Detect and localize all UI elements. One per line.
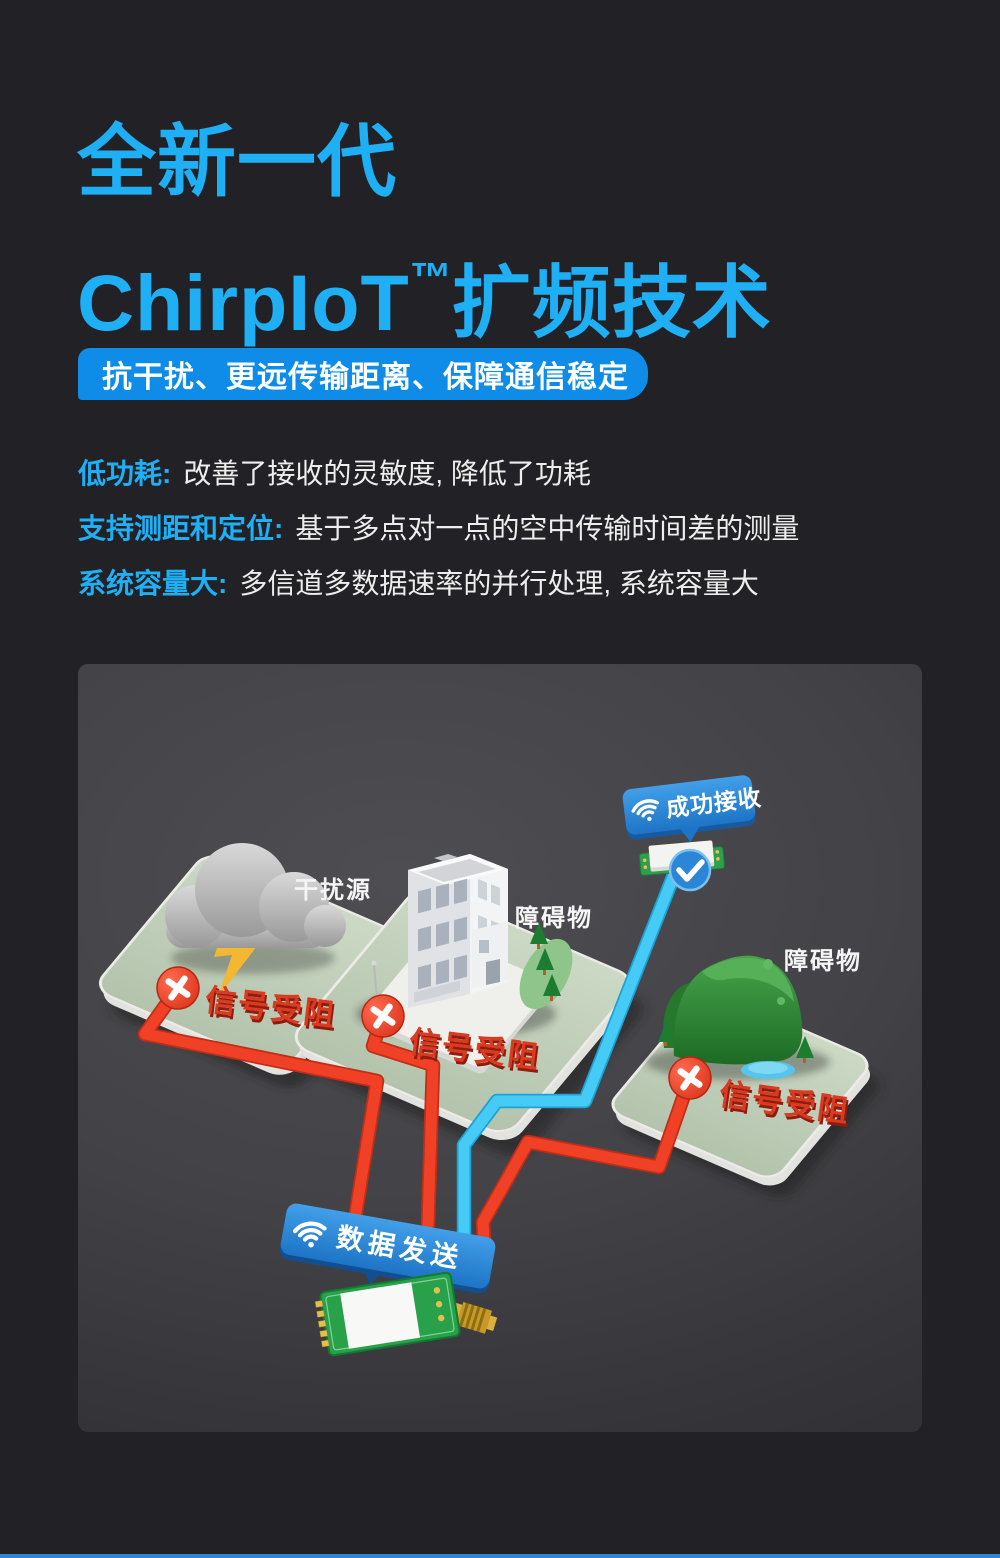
interference-cloud	[165, 843, 346, 997]
send-banner: 数据发送	[279, 1203, 496, 1294]
feature-label: 系统容量大:	[78, 567, 228, 599]
next-section-edge	[0, 1554, 1000, 1558]
title-line-2-cn: 扩频技术	[451, 258, 772, 347]
sender-pcb-module	[314, 1271, 498, 1357]
feature-text: 多信道多数据速率的并行处理, 系统容量大	[239, 567, 759, 599]
building-trees	[519, 922, 573, 1010]
obstacle-label-mountain: 障碍物	[784, 947, 862, 975]
blocked-badge-building	[361, 994, 405, 1038]
diagram-panel: 干扰源	[78, 664, 922, 1432]
feature-label: 低功耗:	[78, 457, 172, 489]
feature-item-ranging: 支持测距和定位: 基于多点对一点的空中传输时间差的测量	[78, 499, 799, 554]
wifi-icon	[292, 1221, 327, 1248]
success-line	[458, 856, 685, 1280]
blocked-badge-cloud	[156, 966, 200, 1010]
feature-item-low-power: 低功耗: 改善了接收的灵敏度, 降低了功耗	[78, 444, 799, 499]
wifi-icon	[631, 799, 659, 822]
benefit-banner-text: 抗干扰、更远传输距离、保障通信稳定	[102, 361, 629, 394]
interference-label: 干扰源	[294, 877, 372, 904]
feature-item-capacity: 系统容量大: 多信道多数据速率的并行处理, 系统容量大	[78, 554, 799, 609]
building-icon	[356, 854, 573, 1074]
blocked-badge-mountain	[668, 1056, 712, 1100]
trademark-mark: ™	[409, 254, 452, 301]
receive-bubble: 成功接收	[622, 775, 763, 843]
diagram-canvas: 干扰源	[99, 775, 880, 1357]
feature-label: 支持测距和定位:	[78, 512, 284, 544]
feature-text: 基于多点对一点的空中传输时间差的测量	[295, 512, 800, 544]
feature-list: 低功耗: 改善了接收的灵敏度, 降低了功耗 支持测距和定位: 基于多点对一点的空…	[78, 444, 799, 609]
feature-text: 改善了接收的灵敏度, 降低了功耗	[183, 457, 591, 489]
title-line-1: 全新一代	[77, 117, 397, 206]
success-check-badge	[668, 848, 712, 892]
page-title: 全新一代 ChirpIoT™扩频技术	[77, 104, 772, 361]
blocked-line-mountain	[477, 1072, 696, 1270]
blocked-line-cloud	[139, 982, 383, 1218]
benefit-banner: 抗干扰、更远传输距离、保障通信稳定	[78, 348, 648, 400]
obstacle-label-building: 障碍物	[515, 904, 593, 932]
title-latin: ChirpIoT	[77, 258, 410, 347]
